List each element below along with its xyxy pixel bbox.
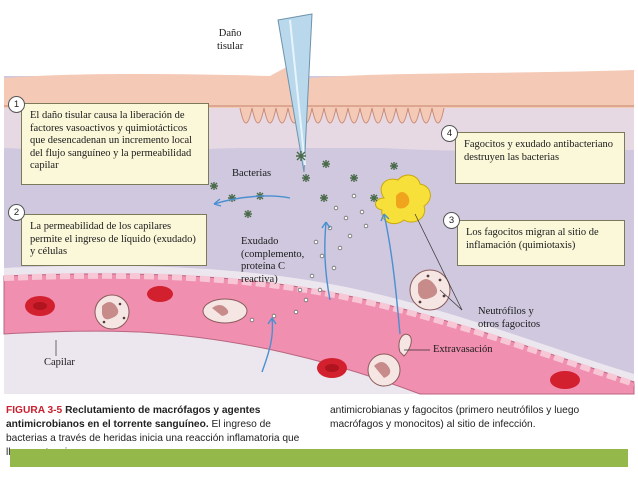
neutrophil-in-vessel xyxy=(94,294,130,330)
bacteria-label: Bacterias xyxy=(232,168,272,179)
tissue-damage-label: Daño tisular xyxy=(217,28,244,52)
capillary-label: Capilar xyxy=(44,357,75,368)
step-2-text: La permeabilidad de los capilares permit… xyxy=(30,221,196,258)
neutrophil-in-tissue xyxy=(409,269,451,311)
neutrophil-in-vessel xyxy=(367,353,401,387)
step-1-text: El daño tisular causa la liberación de f… xyxy=(30,110,193,172)
flow-arrows xyxy=(213,195,401,373)
caption-right: antimicrobianas y fagocitos (primero neu… xyxy=(330,405,580,430)
caption-title: Reclutamiento de macrófagos y agentes an… xyxy=(6,405,261,430)
extravasating-cell xyxy=(398,333,412,357)
skin-layer xyxy=(4,63,634,108)
neutrophils-label: Neutrófilos y otros fagocitos xyxy=(478,306,541,330)
step-4-box: Fagocitos y exudado antibacteriano destr… xyxy=(455,132,625,184)
step-3-box: Los fagocitos migran al sitio de inflama… xyxy=(457,220,625,266)
phagocyte xyxy=(375,174,431,225)
epidermal-folds xyxy=(239,107,445,124)
red-blood-cell xyxy=(550,371,580,389)
leader-lines xyxy=(55,213,463,356)
exudate-label: Exudado (complemento, proteína C reactiv… xyxy=(241,236,305,285)
step-2-box: La permeabilidad de los capilares permit… xyxy=(21,214,207,266)
step-4-text: Fagocitos y exudado antibacteriano destr… xyxy=(464,139,613,163)
bacteria-cluster xyxy=(210,151,398,218)
step-1-box: El daño tisular causa la liberación de f… xyxy=(21,103,209,185)
extravasation-label: Extravasación xyxy=(433,344,493,355)
step-2-number: 2 xyxy=(8,204,25,221)
step-4-number: 4 xyxy=(441,125,458,142)
step-1-number: 1 xyxy=(8,96,25,113)
step-3-text: Los fagocitos migran al sitio de inflama… xyxy=(466,227,599,251)
bottom-green-bar xyxy=(10,449,628,467)
figure-label: FIGURA 3-5 xyxy=(6,405,63,416)
red-blood-cell xyxy=(147,286,173,302)
step-3-number: 3 xyxy=(443,212,460,229)
splinter xyxy=(277,13,313,173)
neutrophil-in-vessel xyxy=(202,298,248,324)
